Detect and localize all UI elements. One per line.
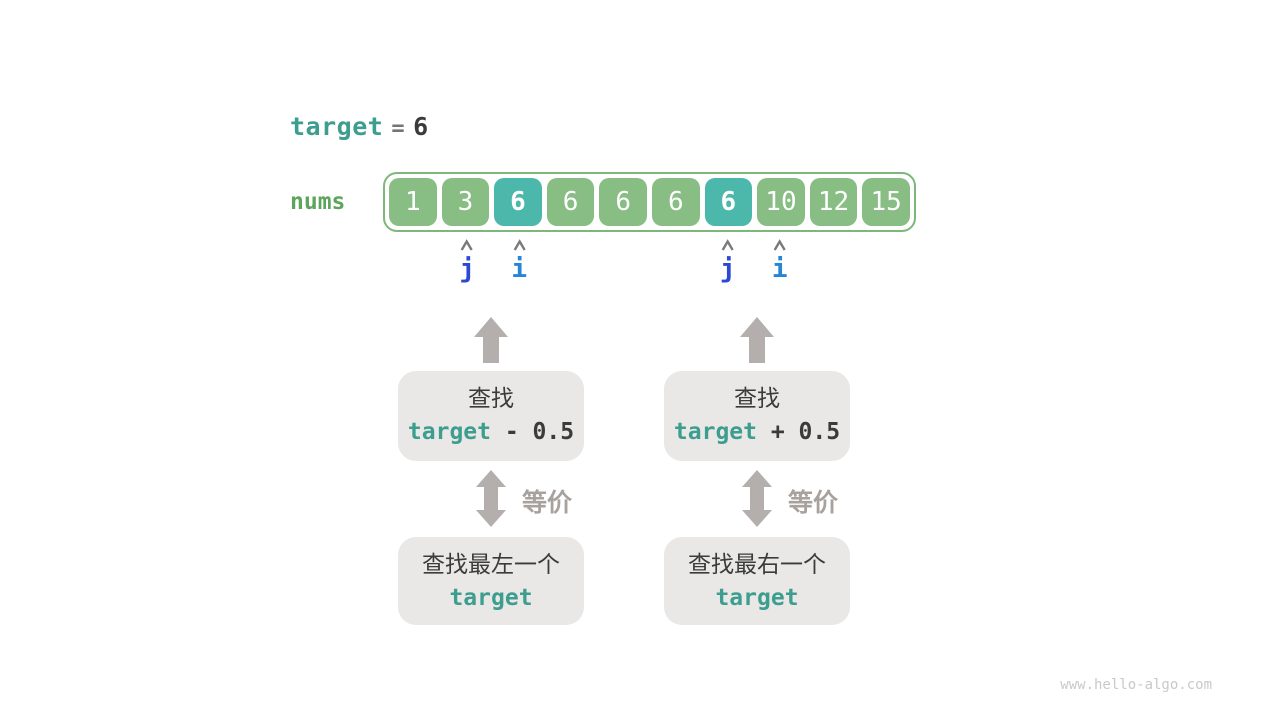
array-cell: 1	[389, 178, 437, 226]
result-keyword: target	[664, 584, 850, 612]
array-cell: 15	[862, 178, 910, 226]
array-cell: 3	[441, 178, 490, 226]
pointer-letter: i	[771, 254, 788, 284]
pointer-j: j	[459, 239, 475, 283]
up-arrow-icon	[474, 317, 508, 363]
nums-label: nums	[290, 189, 346, 215]
pointer-letter: j	[459, 254, 475, 284]
result-keyword: target	[398, 584, 584, 612]
target-assignment: target = 6	[290, 112, 429, 141]
target-value: 6	[413, 112, 429, 141]
array-cell-highlight: 6	[494, 178, 542, 226]
equals-sign: =	[391, 116, 406, 141]
search-text: 查找	[734, 385, 780, 411]
search-text: 查找	[468, 385, 514, 411]
array-cell: 6	[546, 178, 595, 226]
array-cell: 12	[809, 178, 858, 226]
caret-up-icon	[513, 239, 526, 251]
result-box-left: 查找最左一个 target	[398, 537, 584, 625]
expr-operator: + 0.5	[757, 419, 841, 445]
up-arrow-icon	[740, 317, 774, 363]
result-text: 查找最左一个	[422, 551, 560, 577]
left-equivalence-column: 查找 target - 0.5 等价 查找最左一个 target	[398, 317, 584, 627]
expr-target-keyword: target	[407, 419, 491, 445]
pointer-letter: i	[511, 254, 528, 284]
pointer-letter: j	[719, 254, 736, 284]
equivalence-label: 等价	[522, 489, 573, 517]
caret-up-icon	[461, 239, 474, 251]
pointer-j: j	[719, 239, 736, 284]
expr-operator: - 0.5	[491, 419, 575, 445]
expr-target-keyword: target	[673, 419, 757, 445]
result-target-keyword: target	[715, 585, 799, 611]
array-cell: 6	[599, 178, 647, 226]
caret-up-icon	[773, 239, 786, 251]
result-text: 查找最右一个	[688, 551, 826, 577]
search-expression: target + 0.5	[664, 418, 850, 446]
search-box-right: 查找 target + 0.5	[664, 371, 850, 461]
result-box-right: 查找最右一个 target	[664, 537, 850, 625]
equivalence-arrow-icon	[742, 470, 772, 527]
pointer-i: i	[772, 239, 788, 283]
result-target-keyword: target	[449, 585, 533, 611]
caret-up-icon	[721, 239, 734, 251]
watermark: www.hello-algo.com	[1060, 677, 1212, 693]
array-cell-highlight: 6	[704, 178, 753, 226]
array-cell: 6	[651, 178, 700, 226]
equivalence-arrow-icon	[476, 470, 506, 527]
array-cell: 10	[757, 178, 805, 226]
equivalence-label: 等价	[788, 489, 839, 517]
target-keyword: target	[290, 112, 384, 141]
search-expression: target - 0.5	[398, 418, 584, 446]
right-equivalence-column: 查找 target + 0.5 等价 查找最右一个 target	[664, 317, 850, 627]
pointer-i: i	[511, 239, 527, 283]
search-box-left: 查找 target - 0.5	[398, 371, 584, 461]
